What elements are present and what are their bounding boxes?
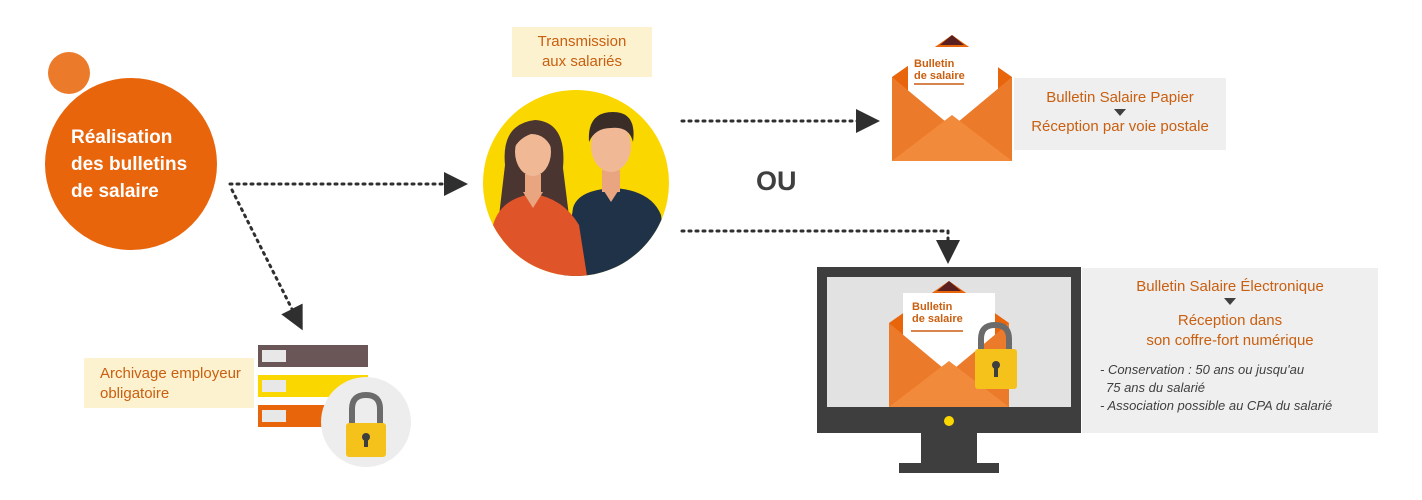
paper-payslip-detail: Réception par voie postale xyxy=(1031,118,1209,135)
paper-envelope-label-line-2: de salaire xyxy=(914,70,965,82)
archive-folders-icon xyxy=(258,345,411,467)
paper-envelope-icon xyxy=(892,35,1012,161)
transmission-line-1: Transmission xyxy=(537,33,627,50)
paper-payslip-title: Bulletin Salaire Papier xyxy=(1046,89,1194,106)
payslip-creation-line-3: de salaire xyxy=(71,181,159,202)
down-triangle-icon xyxy=(1224,298,1236,305)
payslip-creation-node: Réalisation des bulletins de salaire xyxy=(45,78,217,250)
payslip-creation-line-1: Réalisation xyxy=(71,127,173,148)
electronic-payslip-detail-line-1: Réception dans xyxy=(1177,312,1283,329)
employer-archiving-label: Archivage employeur obligatoire xyxy=(84,358,254,408)
note-line-2: 75 ans du salarié xyxy=(1106,380,1206,395)
electronic-envelope-label-line-2: de salaire xyxy=(912,313,963,325)
payslip-creation-line-2: des bulletins xyxy=(71,154,188,175)
electronic-payslip-box: Bulletin Salaire Électronique Réception … xyxy=(1082,268,1378,433)
down-triangle-icon xyxy=(1114,109,1126,116)
computer-monitor-icon xyxy=(817,267,1081,473)
arrow-to-electronic xyxy=(680,229,960,264)
note-line-3: - Association possible au CPA du salarié xyxy=(1100,398,1333,413)
arrow-to-archive xyxy=(230,188,303,331)
or-separator: OU xyxy=(756,166,797,196)
transmission-line-2: aux salariés xyxy=(541,53,623,70)
paper-envelope-label: Bulletin de salaire xyxy=(914,58,965,82)
note-line-1: - Conservation : 50 ans ou jusqu'au xyxy=(1100,362,1305,377)
paper-payslip-box: Bulletin Salaire Papier Réception par vo… xyxy=(1014,78,1226,150)
electronic-payslip-detail-line-2: son coffre-fort numérique xyxy=(1146,332,1314,349)
employees-illustration xyxy=(483,90,669,276)
electronic-payslip-notes: - Conservation : 50 ans ou jusqu'au 75 a… xyxy=(1082,351,1378,415)
employer-archiving-line-1: Archivage employeur xyxy=(100,365,241,382)
electronic-envelope-label: Bulletin de salaire xyxy=(912,301,963,325)
paper-envelope-label-line-1: Bulletin xyxy=(914,58,955,70)
transmission-label: Transmission aux salariés xyxy=(512,27,652,77)
employer-archiving-line-2: obligatoire xyxy=(100,385,170,402)
electronic-payslip-title: Bulletin Salaire Électronique xyxy=(1136,278,1324,295)
decorative-dot xyxy=(48,52,90,94)
electronic-envelope-label-line-1: Bulletin xyxy=(912,301,953,313)
